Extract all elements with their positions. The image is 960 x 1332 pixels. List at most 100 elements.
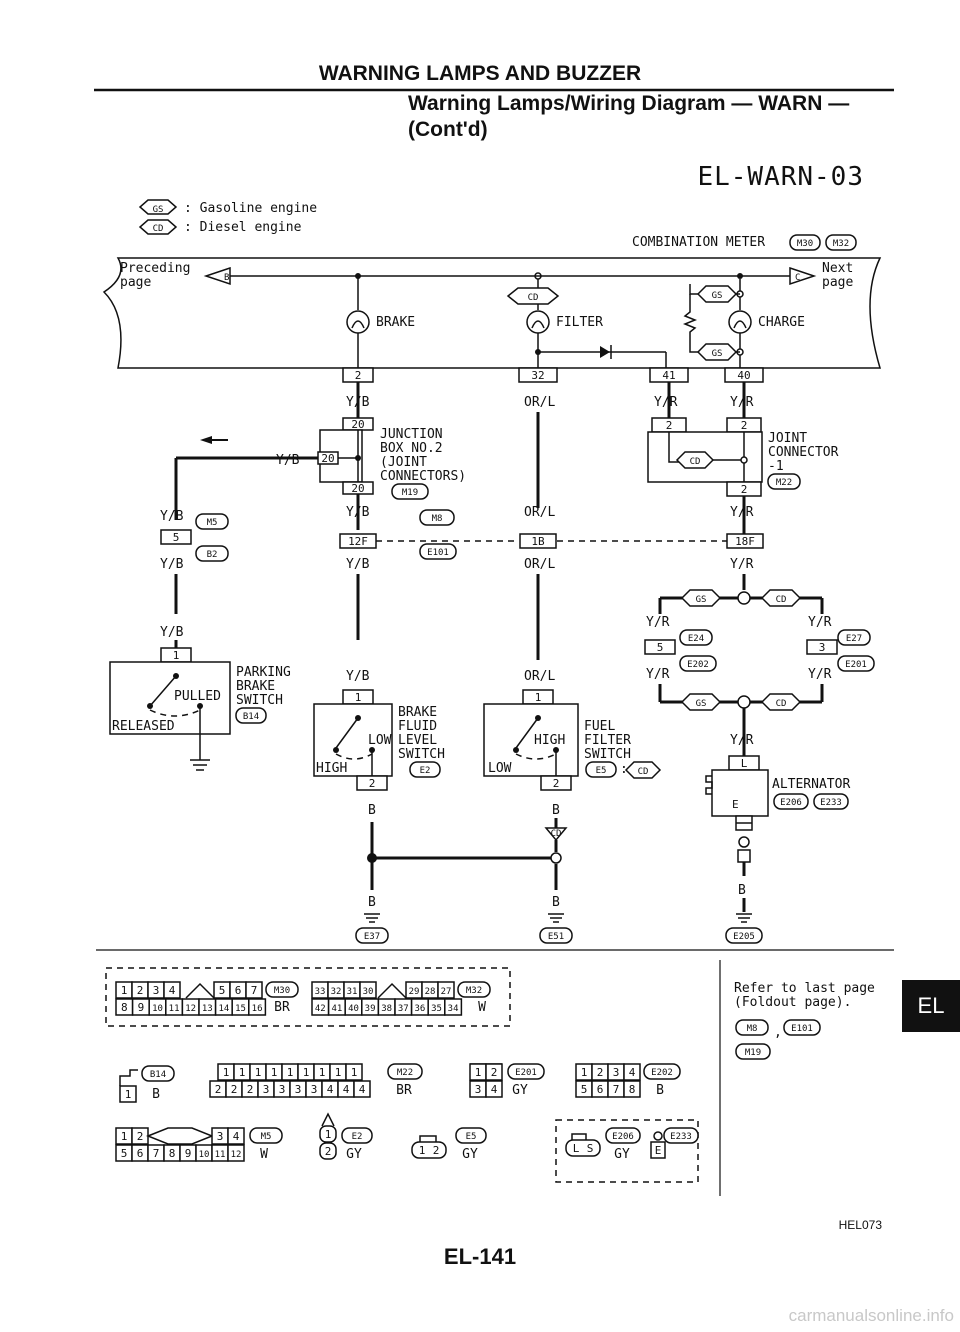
- e2-cell: [319, 1125, 337, 1143]
- view-e202-text: E202: [651, 1068, 673, 1078]
- parking-pin: 1: [173, 649, 180, 662]
- view-e233: [663, 1127, 699, 1144]
- connector-e206: [773, 793, 809, 810]
- m32-row2-pin: 42: [315, 1004, 326, 1014]
- m5-row2-cell: [227, 1144, 245, 1162]
- meter-pin: 32: [531, 369, 544, 382]
- view-m32-color: W: [478, 1000, 486, 1015]
- wire-label: Y/B: [160, 625, 184, 640]
- state-low: LOW: [368, 733, 392, 748]
- gs-tag-text: GS: [696, 595, 707, 605]
- connector-e206-text: E206: [780, 798, 802, 808]
- e201-row2-pin: 4: [491, 1083, 498, 1096]
- brake-lamp-label: BRAKE: [376, 315, 415, 330]
- wire-label: Y/R: [654, 395, 678, 410]
- mid-pin: 18F: [735, 535, 755, 548]
- view-e206-color: GY: [614, 1147, 630, 1162]
- jc-connector: [767, 473, 801, 490]
- connector-e2-text: E2: [420, 766, 431, 776]
- connector-e101: [419, 543, 457, 560]
- parking-label: PARKING: [236, 665, 291, 680]
- connector-e201-text: E201: [845, 660, 867, 670]
- parking-label: SWITCH: [236, 693, 283, 708]
- wire-label: Y/B: [346, 669, 370, 684]
- view-e206-text: E206: [612, 1132, 634, 1142]
- wire-label: B: [368, 895, 376, 910]
- connector-e27-text: E27: [846, 634, 862, 644]
- m30-row2-cell: [248, 998, 267, 1016]
- section-tab[interactable]: EL: [902, 980, 960, 1032]
- m22-row1-pin: 1: [271, 1066, 278, 1079]
- mid-pin: 1B: [531, 535, 545, 548]
- cd-tag-down: [544, 827, 568, 842]
- cd-tag: [624, 761, 662, 779]
- connector-b14: [235, 707, 267, 724]
- meter-connector-m32: [825, 234, 857, 251]
- ground-e205-text: E205: [733, 932, 755, 942]
- m5-row2-pin: 10: [199, 1150, 210, 1160]
- view-m30-text: M30: [274, 986, 290, 996]
- e233-cell: [650, 1141, 666, 1159]
- connector-m5: [195, 513, 229, 530]
- fuel-label: FUEL: [584, 719, 615, 734]
- connector-e233: [813, 793, 849, 810]
- m22-row2-pin: 3: [279, 1083, 286, 1096]
- m5-row1b-cell: [227, 1127, 245, 1145]
- brake-fluid-label: LEVEL: [398, 733, 437, 748]
- charge-pin: 3: [819, 641, 826, 654]
- m32-row1a-pin: 33: [315, 987, 326, 997]
- wire-label: Y/B: [160, 509, 184, 524]
- m22-row2-pin: 2: [247, 1083, 254, 1096]
- legend-gs-tag: [138, 199, 178, 215]
- connector-e101-text: E101: [427, 548, 449, 558]
- meter-label: COMBINATION METER: [632, 235, 765, 250]
- alternator-connector-frame: [555, 1119, 699, 1183]
- jb-pin: 20: [321, 452, 334, 465]
- b14-pin: 1: [125, 1088, 132, 1101]
- jb-label: BOX NO.2: [380, 441, 443, 456]
- cd-ground-tag-text: CD: [551, 829, 562, 839]
- m32-row2-pin: 38: [381, 1004, 392, 1014]
- gs-tag-text: GS: [712, 291, 723, 301]
- parking-brake-switch: [109, 661, 231, 735]
- arrow-out-text: C: [795, 273, 800, 283]
- view-b14-text: B14: [150, 1070, 166, 1080]
- ground-e37: [355, 927, 389, 944]
- m30-row2-pin: 12: [185, 1004, 196, 1014]
- connector-b14-text: B14: [243, 712, 259, 722]
- m22-row1-pin: 1: [223, 1066, 230, 1079]
- brake-pin: 1: [355, 691, 362, 704]
- m30-row1b-pin: 5: [219, 984, 226, 997]
- m32-row2-pin: 39: [365, 1004, 376, 1014]
- view-m5-color: W: [260, 1147, 268, 1162]
- m5-row1b-pin: 4: [233, 1130, 240, 1143]
- legend-gs-text: : Gasoline engine: [184, 201, 317, 216]
- m5-row2-pin: 9: [185, 1147, 192, 1160]
- m32-row1a-cell: [359, 981, 377, 999]
- m5-row2-pin: 6: [137, 1147, 144, 1160]
- cd-tag-text: CD: [776, 699, 787, 709]
- m22-row2-pin: 3: [311, 1083, 318, 1096]
- m22-row1-pin: 1: [239, 1066, 246, 1079]
- wire-label: Y/R: [730, 733, 754, 748]
- brake-fluid-label: BRAKE: [398, 705, 437, 720]
- jb-pin: 20: [351, 418, 364, 431]
- view-e201: [507, 1063, 545, 1080]
- connector-e5: [585, 761, 617, 778]
- foldout-connector-frame: [105, 967, 511, 1027]
- m5-row2-pin: 12: [231, 1150, 242, 1160]
- jb-pin: 20: [351, 482, 364, 495]
- m32-row2-pin: 35: [431, 1004, 442, 1014]
- jc-label: -1: [768, 459, 784, 474]
- wire-label: Y/B: [346, 395, 370, 410]
- legend-cd-tag-text: CD: [153, 224, 164, 234]
- next-label-2: page: [822, 275, 853, 290]
- m30-row2-pin: 15: [235, 1004, 246, 1014]
- meter-connector-m30-text: M30: [797, 239, 813, 249]
- charge-lamp-icon: [728, 310, 752, 334]
- fuel-pin: 1: [535, 691, 542, 704]
- jb-label: (JOINT: [380, 455, 427, 470]
- m30-row2-pin: 11: [169, 1004, 180, 1014]
- e202-row1-cell: [623, 1063, 641, 1081]
